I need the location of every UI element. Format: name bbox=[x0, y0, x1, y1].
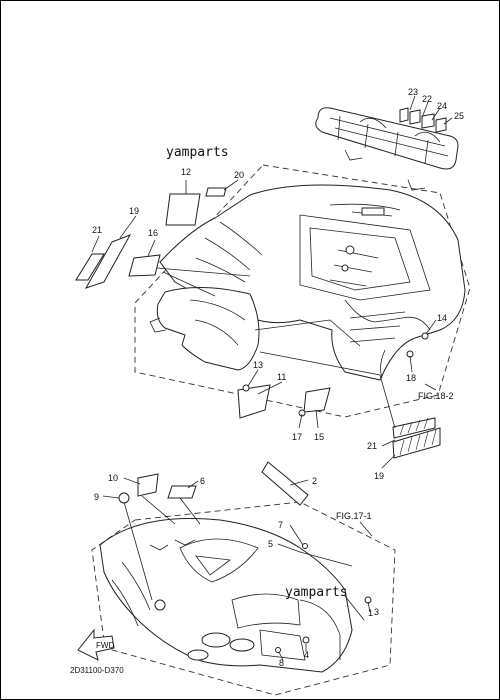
callout-24: 24 bbox=[437, 101, 447, 111]
stripe-19b bbox=[392, 427, 441, 459]
leader-lines-front bbox=[102, 477, 373, 661]
diagram-code: 2D31100-D370 bbox=[70, 666, 124, 675]
emblem-11 bbox=[237, 384, 271, 419]
stripe-21b bbox=[392, 417, 436, 439]
callout-15: 15 bbox=[314, 432, 324, 442]
emblem-10 bbox=[137, 473, 159, 497]
rack-decal-24 bbox=[421, 113, 435, 129]
callout-10: 10 bbox=[108, 473, 118, 483]
callout-11: 11 bbox=[277, 372, 286, 382]
callout-2: 2 bbox=[312, 476, 317, 486]
callout-5: 5 bbox=[268, 539, 273, 549]
callout-19b: 19 bbox=[374, 471, 384, 481]
callout-17: 17 bbox=[292, 432, 302, 442]
clip-8 bbox=[275, 647, 281, 653]
emblem-6 bbox=[167, 485, 197, 499]
front-fender-group-outline bbox=[91, 501, 396, 696]
callout-25: 25 bbox=[454, 111, 464, 121]
callout-22: 22 bbox=[422, 94, 432, 104]
sticker-parts-front bbox=[118, 461, 372, 653]
callout-8: 8 bbox=[279, 658, 284, 668]
callout-21: 21 bbox=[92, 225, 102, 235]
rear-left-fender bbox=[149, 287, 260, 371]
callout-7: 7 bbox=[278, 520, 283, 530]
fig-ref-17-1: FIG.17-1 bbox=[336, 511, 372, 521]
callout-18: 18 bbox=[406, 373, 416, 383]
emblem-12 bbox=[165, 193, 201, 226]
bolt-4 bbox=[302, 636, 310, 644]
rear-fender-group-outline bbox=[134, 164, 471, 418]
fig-ref-18-2: FIG.18-2 bbox=[418, 391, 454, 401]
callout-19: 19 bbox=[129, 206, 139, 216]
callout-numbers: 1 2 3 4 5 6 7 8 9 10 11 12 13 14 15 16 1… bbox=[92, 87, 464, 668]
emblem-15 bbox=[303, 387, 331, 413]
callout-9: 9 bbox=[94, 492, 99, 502]
screw-9 bbox=[118, 492, 130, 504]
callout-13: 13 bbox=[253, 360, 263, 370]
callout-14: 14 bbox=[437, 313, 447, 323]
callout-23: 23 bbox=[408, 87, 418, 97]
emblem-16 bbox=[128, 254, 161, 277]
rear-carrier-rack bbox=[315, 107, 459, 191]
fwd-label: FWD bbox=[96, 641, 114, 650]
sticker-parts-rear bbox=[75, 107, 447, 459]
callout-1: 1 bbox=[368, 608, 373, 618]
stripe-21 bbox=[75, 253, 105, 281]
watermark-bottom: yamparts bbox=[285, 585, 348, 600]
rack-decal-22 bbox=[409, 109, 421, 125]
callout-21b: 21 bbox=[367, 441, 377, 451]
front-fender bbox=[99, 517, 353, 673]
rack-decal-25 bbox=[435, 117, 447, 133]
emblem-20 bbox=[205, 187, 227, 197]
screw-13 bbox=[242, 384, 250, 392]
callout-12: 12 bbox=[181, 167, 191, 177]
clip-7 bbox=[302, 543, 308, 549]
callout-16: 16 bbox=[148, 228, 158, 238]
callout-6: 6 bbox=[200, 476, 205, 486]
rack-decal-23 bbox=[399, 107, 409, 123]
stripe-19 bbox=[84, 234, 132, 289]
callout-20: 20 bbox=[234, 170, 244, 180]
fwd-arrow-icon: FWD bbox=[77, 628, 115, 661]
leader-lines-rear bbox=[91, 95, 453, 469]
callout-4: 4 bbox=[304, 650, 309, 660]
callout-3: 3 bbox=[374, 607, 379, 617]
screw-17 bbox=[298, 409, 306, 417]
watermark-top: yamparts bbox=[166, 145, 229, 160]
clip-14 bbox=[421, 332, 429, 340]
